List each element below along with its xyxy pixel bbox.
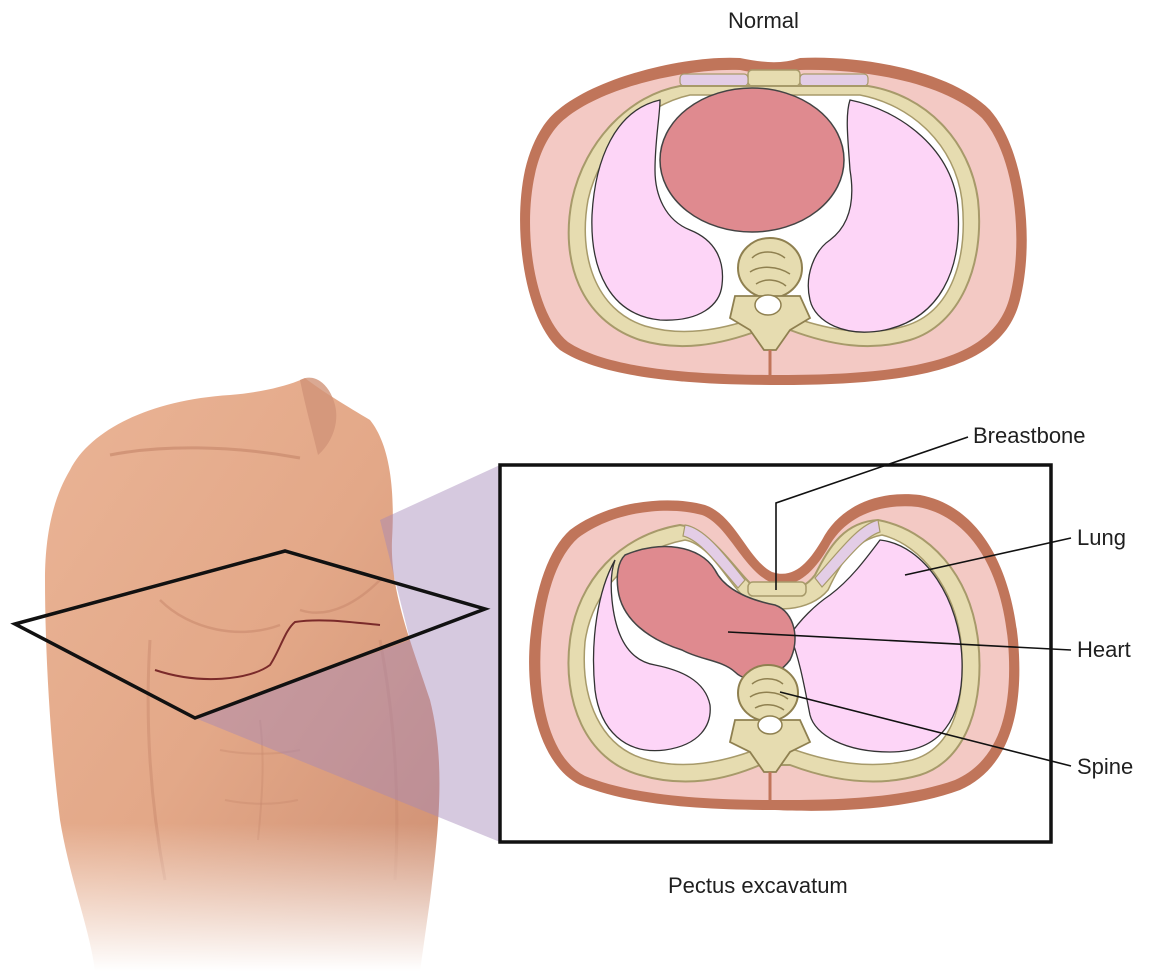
normal-heart [660,88,844,232]
normal-title: Normal [728,10,799,32]
heart-label: Heart [1077,639,1131,661]
breastbone-label: Breastbone [973,425,1086,447]
normal-sternum [748,70,800,86]
pectus-title: Pectus excavatum [668,875,848,897]
pectus-sternum [748,582,806,596]
normal-cross-section [520,58,1027,385]
spine-label: Spine [1077,756,1133,778]
normal-cartilage-right [800,74,868,86]
normal-cartilage-left [680,74,748,86]
lung-label: Lung [1077,527,1126,549]
